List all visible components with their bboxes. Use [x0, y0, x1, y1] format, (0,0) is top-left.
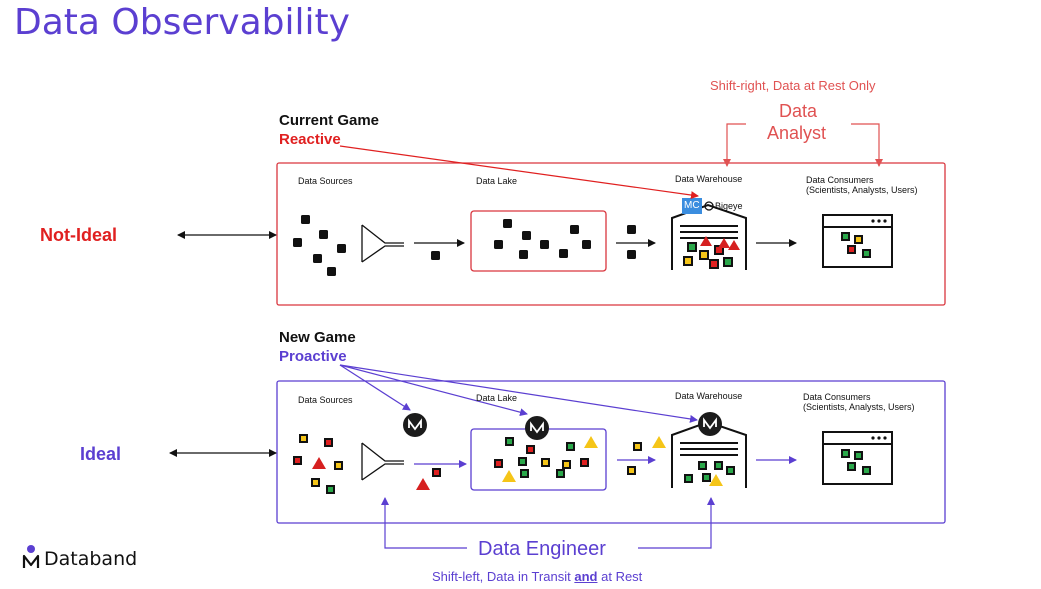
bottom-row-label: Ideal	[80, 444, 122, 464]
bottom-stage-warehouse: Data Warehouse	[675, 391, 743, 401]
bottom-annotation-prefix: Shift-left, Data in Transit	[432, 569, 571, 584]
mc-logo-text: MC	[684, 200, 700, 211]
bottom-mode-label: Proactive	[279, 348, 347, 365]
databand-observer-icon	[403, 413, 427, 437]
bottom-funnel-icon	[361, 442, 404, 481]
bottom-stage-sources: Data Sources	[298, 395, 353, 405]
bottom-role: Data Engineer	[478, 538, 606, 560]
top-stage-consumers-sub: (Scientists, Analysts, Users)	[806, 185, 918, 195]
top-warehouse-icon	[671, 203, 747, 270]
top-stage-sources: Data Sources	[298, 176, 353, 186]
bottom-annotation-suffix: at Rest	[601, 569, 643, 584]
top-stage-warehouse: Data Warehouse	[675, 174, 743, 184]
bigeye-logo-text: Bigeye	[715, 201, 743, 211]
bottom-stage-consumers-sub: (Scientists, Analysts, Users)	[803, 402, 915, 412]
bottom-stage-lake: Data Lake	[476, 393, 518, 403]
bottom-game-label: New Game	[279, 329, 356, 346]
top-annotation: Shift-right, Data at Rest Only	[710, 78, 876, 93]
top-lake-box	[470, 210, 607, 272]
top-stage-lake: Data Lake	[476, 176, 518, 186]
databand-logo-icon	[22, 545, 40, 568]
top-row-label: Not-Ideal	[40, 225, 118, 245]
top-funnel-icon	[361, 224, 404, 263]
bottom-consumer-window-icon	[822, 431, 893, 485]
top-consumer-window-icon	[822, 214, 893, 268]
bottom-stage-consumers: Data Consumers	[803, 392, 871, 402]
databand-observer-icon	[525, 416, 549, 440]
bottom-source-squares	[293, 434, 343, 494]
brand-name: Databand	[44, 548, 138, 570]
bigeye-logo-icon	[704, 201, 714, 211]
mc-logo-icon	[682, 198, 702, 214]
top-stage-consumers: Data Consumers	[806, 175, 874, 185]
top-role-line2: Analyst	[767, 123, 827, 143]
bottom-annotation: Shift-left, Data in Transit and at Rest	[432, 569, 642, 584]
top-role-line1: Data	[779, 101, 818, 121]
databand-observer-icon	[698, 412, 722, 436]
top-mode-label: Reactive	[279, 131, 341, 148]
proactive-pipeline-frame	[276, 380, 946, 524]
page-title: Data Observability	[14, 2, 350, 43]
bottom-annotation-and: and	[574, 569, 598, 584]
reactive-pipeline-frame	[276, 162, 946, 306]
top-game-label: Current Game	[279, 112, 380, 129]
top-source-squares	[293, 215, 346, 276]
